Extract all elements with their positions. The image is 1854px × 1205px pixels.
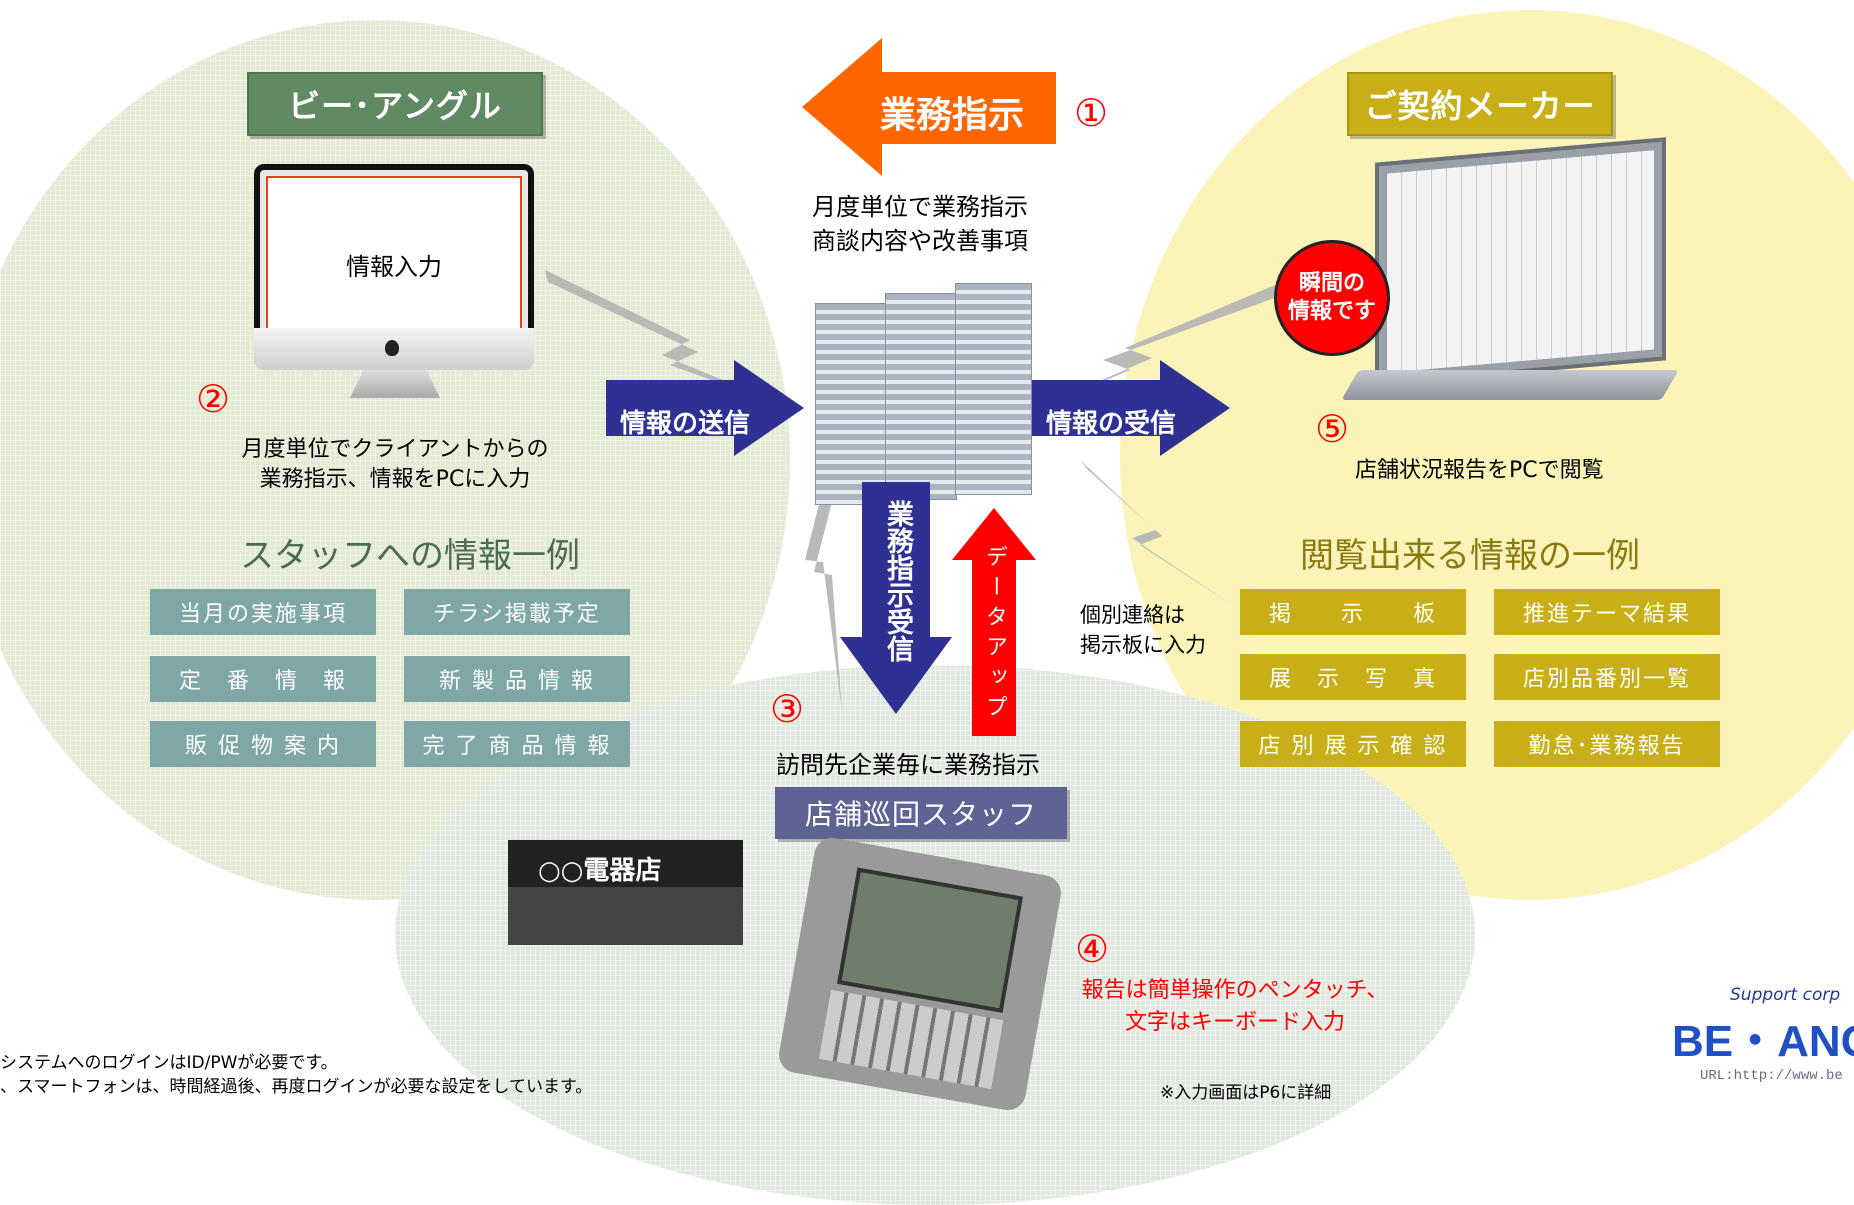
- report-line-2: 文字はキーボード入力: [1124, 1010, 1345, 1035]
- individual-line-2: 掲示板に入力: [1080, 633, 1206, 657]
- footnote-input-screen: ※入力画面はP6に詳細: [1160, 1083, 1332, 1103]
- imac-chin: [254, 328, 534, 370]
- send-arrow-label: 情報の送信: [620, 409, 751, 439]
- footnote-smartphone: 、スマートフォンは、時間経過後、再度ログインが必要な設定をしています。: [0, 1077, 593, 1097]
- apple-logo-icon: [385, 340, 399, 356]
- badge-line-2: 情報です: [1287, 299, 1376, 324]
- right-description: 店舗状況報告をPCで閲覧: [1355, 458, 1604, 483]
- step-1-number: ①: [1074, 91, 1109, 135]
- left-desc-line-2: 業務指示、情報をPCに入力: [259, 467, 531, 492]
- left-description: 月度単位でクライアントからの 業務指示、情報をPCに入力: [200, 435, 590, 495]
- left-desc-line-1: 月度単位でクライアントからの: [241, 437, 549, 462]
- keyboard-icon: [1341, 370, 1679, 400]
- imac-stand: [350, 370, 440, 398]
- footnote-login: システムへのログインはID/PWが必要です。: [0, 1053, 338, 1073]
- monitor-screen-label: 情報入力: [266, 176, 522, 352]
- right-cell-store-product-list: 店別品番別一覧: [1494, 654, 1720, 700]
- send-arrow: [606, 360, 804, 456]
- step-2-number: ②: [196, 377, 231, 421]
- receive-arrow: [1032, 360, 1230, 456]
- receive-instruction-label: 業務指示受信: [882, 500, 913, 662]
- be-angle-header: ビー･アングル: [247, 72, 543, 136]
- server-cluster-icon: [800, 283, 1045, 513]
- bolt-server-to-staff: [805, 460, 842, 712]
- right-cell-display-check: 店 別 展 示 確 認: [1240, 721, 1466, 767]
- pda-screen: [837, 867, 1023, 1013]
- step-3-number: ③: [770, 687, 805, 731]
- right-cell-theme-results: 推進テーマ結果: [1494, 589, 1720, 635]
- pda-device-icon: [776, 835, 1064, 1113]
- left-cell-standard-info: 定 番 情 報: [150, 656, 376, 702]
- instruction-arrow-label: 業務指示: [880, 95, 1025, 136]
- data-up-label: データアップ: [982, 545, 1007, 725]
- logo-support-text: Support corp: [1730, 985, 1841, 1005]
- left-cell-flyer-schedule: チラシ掲載予定: [404, 589, 630, 635]
- instruction-arrow: [802, 38, 1056, 176]
- top-center-line-1: 月度単位で業務指示: [812, 193, 1028, 221]
- data-up-arrow: [952, 508, 1036, 736]
- store-staff-header: 店舗巡回スタッフ: [775, 787, 1067, 839]
- step-4-number: ④: [1075, 927, 1110, 971]
- report-note: 報告は簡単操作のペンタッチ、 文字はキーボード入力: [1080, 975, 1390, 1039]
- left-cell-new-products: 新 製 品 情 報: [404, 656, 630, 702]
- left-cell-promo-guide: 販 促 物 案 内: [150, 721, 376, 767]
- bottom-center-text: 訪問先企業毎に業務指示: [776, 751, 1040, 779]
- bolt-server-to-board: [1080, 460, 1232, 605]
- logo-url: URL:http://www.be: [1700, 1068, 1843, 1084]
- store-sign: ○○電器店: [538, 856, 662, 886]
- report-line-1: 報告は簡単操作のペンタッチ、: [1081, 978, 1389, 1003]
- top-center-line-2: 商談内容や改善事項: [812, 227, 1028, 255]
- instant-info-badge: 瞬間の 情報です: [1274, 240, 1390, 356]
- bolt-monitor-to-server: [545, 270, 800, 412]
- client-maker-header: ご契約メーカー: [1347, 72, 1613, 136]
- right-section-title: 閲覧出来る情報の一例: [1300, 536, 1640, 576]
- step-5-number: ⑤: [1315, 407, 1350, 451]
- receive-instruction-arrow: [840, 482, 952, 714]
- right-cell-bulletin-board: 掲 示 板: [1240, 589, 1466, 635]
- individual-line-1: 個別連絡は: [1080, 603, 1185, 627]
- left-cell-discontinued: 完 了 商 品 情 報: [404, 721, 630, 767]
- right-cell-attendance-report: 勤怠･業務報告: [1494, 721, 1720, 767]
- individual-contact-note: 個別連絡は 掲示板に入力: [1080, 600, 1206, 660]
- right-monitor: [1375, 137, 1666, 386]
- store-building-icon: ○○電器店: [508, 840, 743, 945]
- left-cell-monthly-tasks: 当月の実施事項: [150, 589, 376, 635]
- badge-line-1: 瞬間の: [1298, 271, 1365, 296]
- bolt-server-to-right: [1000, 285, 1280, 425]
- receive-arrow-label: 情報の受信: [1046, 409, 1177, 439]
- left-section-title: スタッフへの情報一例: [240, 536, 580, 576]
- top-center-text: 月度単位で業務指示 商談内容や改善事項: [770, 190, 1070, 258]
- spreadsheet-screen: [1387, 150, 1654, 373]
- logo-name: BE・ANG: [1672, 1017, 1854, 1066]
- right-cell-display-photos: 展 示 写 真: [1240, 654, 1466, 700]
- lightning-bolts: [545, 270, 1280, 712]
